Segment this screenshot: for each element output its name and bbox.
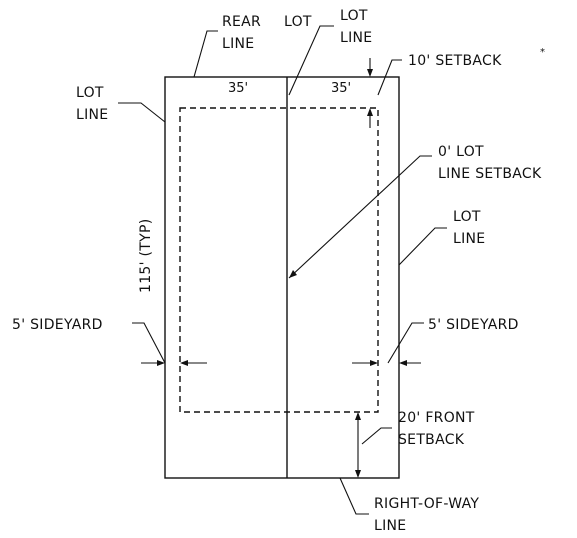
lot-line-top-label-1: LOT [340,8,368,24]
front-setback-leader [361,427,392,445]
setback-asterisk: * [540,47,545,58]
lot-line-top-leader [288,25,334,96]
width-label-right: 35' [331,81,351,96]
sideyard-right-label: 5' SIDEYARD [428,317,519,333]
rear-line-label-1: REAR [222,14,261,30]
zero-setback-label-2: LINE SETBACK [438,166,542,182]
lot-line-top-label-2: LINE [340,30,372,46]
sideyard-left-arrow-b [180,360,188,366]
lot-line-left-label-2: LINE [76,107,108,123]
lot-line-left-label-1: LOT [76,85,104,101]
sideyard-left-label: 5' SIDEYARD [12,317,103,333]
row-line-label-2: LINE [374,518,406,534]
width-label-left: 35' [228,81,248,96]
lot-label-top: LOT [284,14,312,30]
setback-10-arrow-bottom [367,108,373,116]
sideyard-right-leader [387,322,424,364]
sideyard-left-leader [132,322,166,364]
lot-line-right-label-2: LINE [453,231,485,247]
zero-setback-arrow [289,270,297,278]
front-setback-label-2: SETBACK [398,432,465,448]
row-line-label-1: RIGHT-OF-WAY [374,496,479,512]
zero-setback-leader [288,155,432,279]
sideyard-right-arrow-b [399,360,407,366]
front-setback-arrow-top [355,412,361,420]
sideyard-right-arrow-a [370,360,378,366]
setback-10-label: 10' SETBACK [408,53,502,69]
front-setback-arrow-bottom [355,470,361,478]
rear-line-label-2: LINE [222,36,254,52]
depth-typ-label: 115' (TYP) [138,219,154,294]
setback-10-leader [377,59,402,96]
rear-line-leader [193,30,218,78]
row-line-leader [339,477,369,515]
zero-setback-label-1: 0' LOT [438,144,484,160]
lot-outline [164,76,400,479]
sideyard-left-arrow-a [157,360,165,366]
lot-line-left-leader [118,102,166,123]
lot-line-right-label-1: LOT [453,209,481,225]
front-setback-label-1: 20' FRONT [398,410,475,426]
lot-line-right-leader [398,227,447,266]
buildable-area-outline [179,107,379,413]
setback-10-arrow-top [367,69,373,77]
